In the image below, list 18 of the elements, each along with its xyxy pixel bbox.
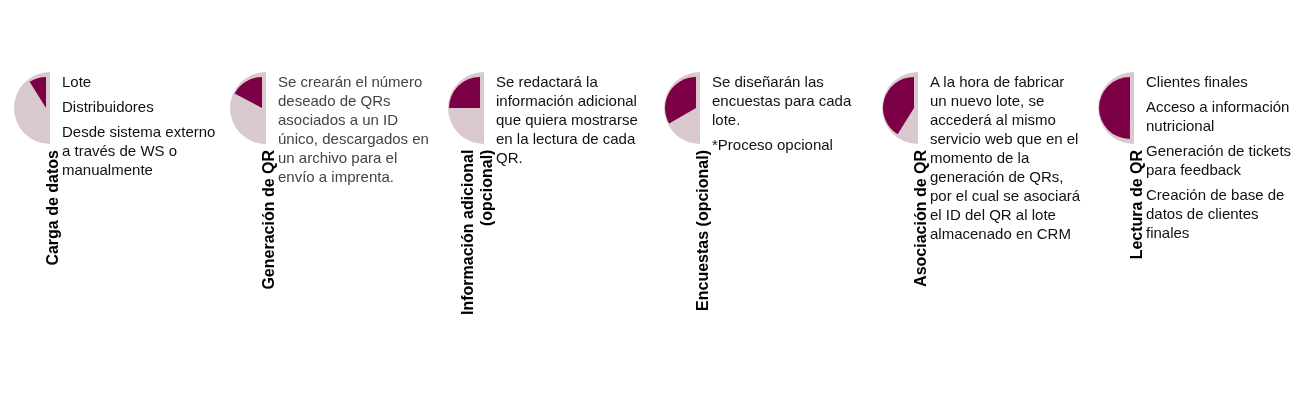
- step-title: Encuestas (opcional): [693, 150, 712, 311]
- step-description: *Proceso opcional: [712, 135, 834, 154]
- step-description: Se redactará la información adicional que quiera mostrarse en la lectura de cada QR.: [496, 72, 639, 167]
- step-description: Se crearán el número deseado de QRs asociados a un ID único, descargados en un archivo para el envío a imprenta.: [278, 72, 430, 186]
- step-description: Creación de base de datos de clientes finales: [1146, 185, 1286, 242]
- step-title: Asociación de QR: [911, 150, 930, 287]
- step-description: A la hora de fabricar un nuevo lote, se accederá al mismo servicio web que en el momento de la generación de QRs, por el cual se asociará el ID del QR al lote almacenado en CRM: [930, 72, 1082, 243]
- step-description: Clientes finales: [1146, 72, 1249, 91]
- step-description: Desde sistema externo a través de WS o manualmente: [62, 122, 217, 179]
- step-description: Se diseñarán las encuestas para cada lote.: [712, 72, 853, 129]
- step-description: Generación de tickets para feedback: [1146, 141, 1293, 179]
- step-title: Información adicional (opcional): [458, 150, 496, 318]
- step-title: Generación de QR: [259, 150, 278, 290]
- step-description: Acceso a información nutricional: [1146, 97, 1291, 135]
- step-description: Distribuidores: [62, 97, 155, 116]
- step-description: Lote: [62, 72, 93, 91]
- step-title: Carga de datos: [43, 150, 62, 266]
- step-title: Lectura de QR: [1127, 150, 1146, 260]
